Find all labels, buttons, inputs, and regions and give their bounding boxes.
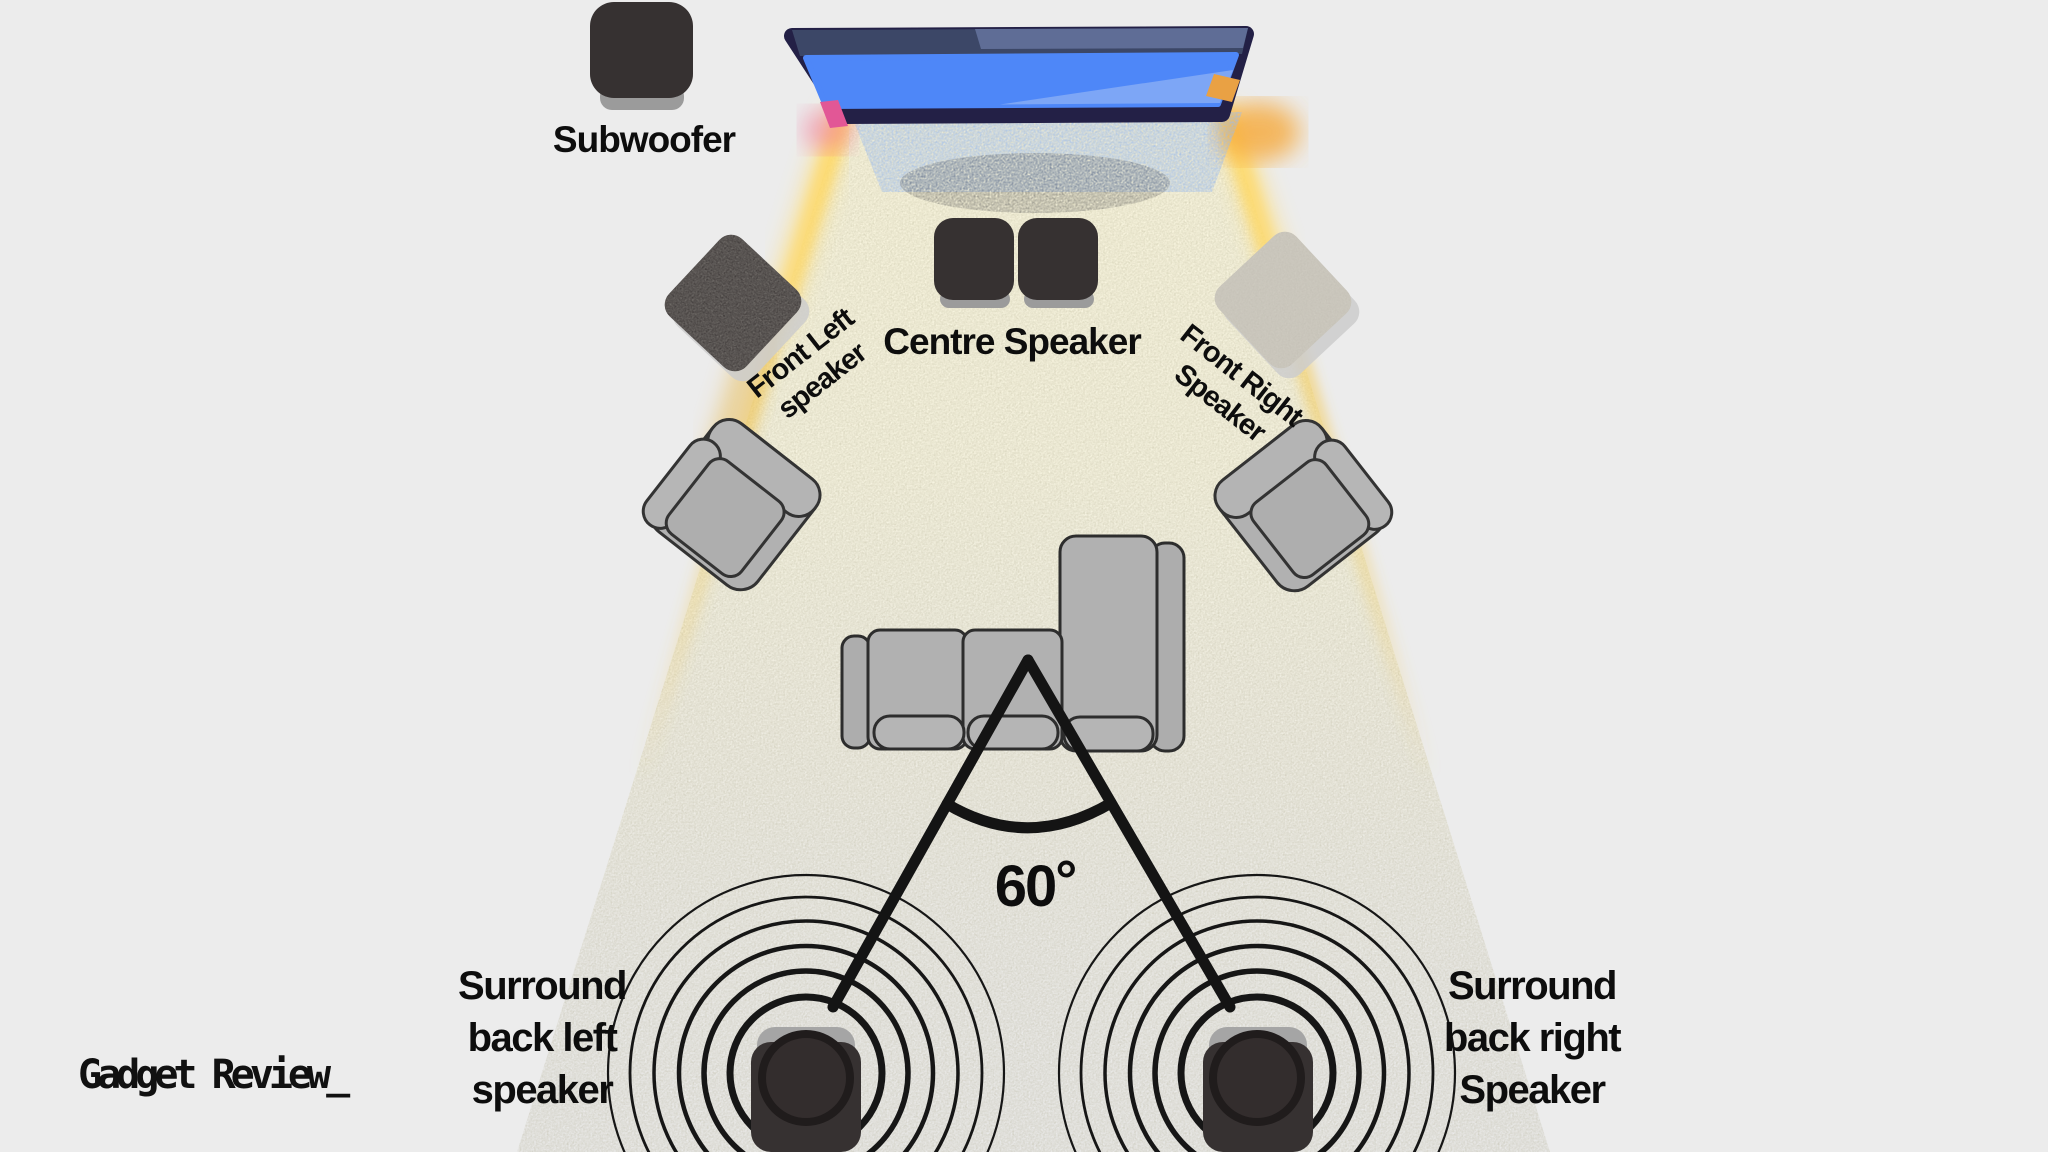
surround-right-woofer xyxy=(1209,1030,1305,1126)
armchair-left xyxy=(641,417,822,592)
surround-left-rings xyxy=(606,873,1006,1152)
armchair-right xyxy=(1213,418,1394,593)
front-right-speaker xyxy=(1214,231,1360,379)
front-right-speaker-grain xyxy=(1214,231,1352,369)
gadget-review-logo: Gadget Review_ xyxy=(78,1052,350,1098)
front-left-speaker-grain xyxy=(664,234,802,372)
centre-speaker xyxy=(934,218,1098,308)
angle-line-left xyxy=(827,654,1034,1013)
angle-label: 60° xyxy=(995,848,1078,920)
surround-right xyxy=(1057,873,1457,1152)
tv-screen-reflection xyxy=(1000,70,1233,105)
angle-arc xyxy=(941,797,1117,834)
angle-value: 60 xyxy=(994,853,1057,919)
angle-line-right xyxy=(1022,654,1236,1013)
sofa-chaise-cushion xyxy=(1062,715,1155,753)
sofa-cushion-left xyxy=(872,714,966,751)
subwoofer-label: Subwoofer xyxy=(552,119,736,160)
surround-left xyxy=(606,873,1006,1152)
centre-speaker-right-box xyxy=(1018,218,1098,300)
subwoofer-box xyxy=(590,2,693,98)
tv xyxy=(784,26,1254,128)
angle-degree-symbol: ° xyxy=(1055,849,1078,912)
front-left-speaker xyxy=(664,234,810,382)
surround-back-right-label: Surround back right Speaker xyxy=(1443,964,1622,1112)
surround-back-left-label: Surround back left speaker xyxy=(458,964,627,1112)
surround-right-rings xyxy=(1057,873,1457,1152)
armchair-left-seat xyxy=(664,457,786,579)
centre-speaker-label: Centre Speaker xyxy=(883,321,1141,362)
tv-glow-dark-speckle xyxy=(900,153,1170,213)
tv-orange-accent xyxy=(1206,74,1240,102)
subwoofer xyxy=(590,2,693,110)
centre-speaker-left-box xyxy=(934,218,1014,300)
tv-pink-accent xyxy=(820,100,848,128)
armchair-right-seat xyxy=(1249,458,1371,580)
surround-left-woofer xyxy=(758,1030,854,1126)
listening-angle xyxy=(827,654,1236,1013)
sofa-left-armrest xyxy=(840,634,872,750)
tv-top-bar-highlight xyxy=(975,28,1248,49)
